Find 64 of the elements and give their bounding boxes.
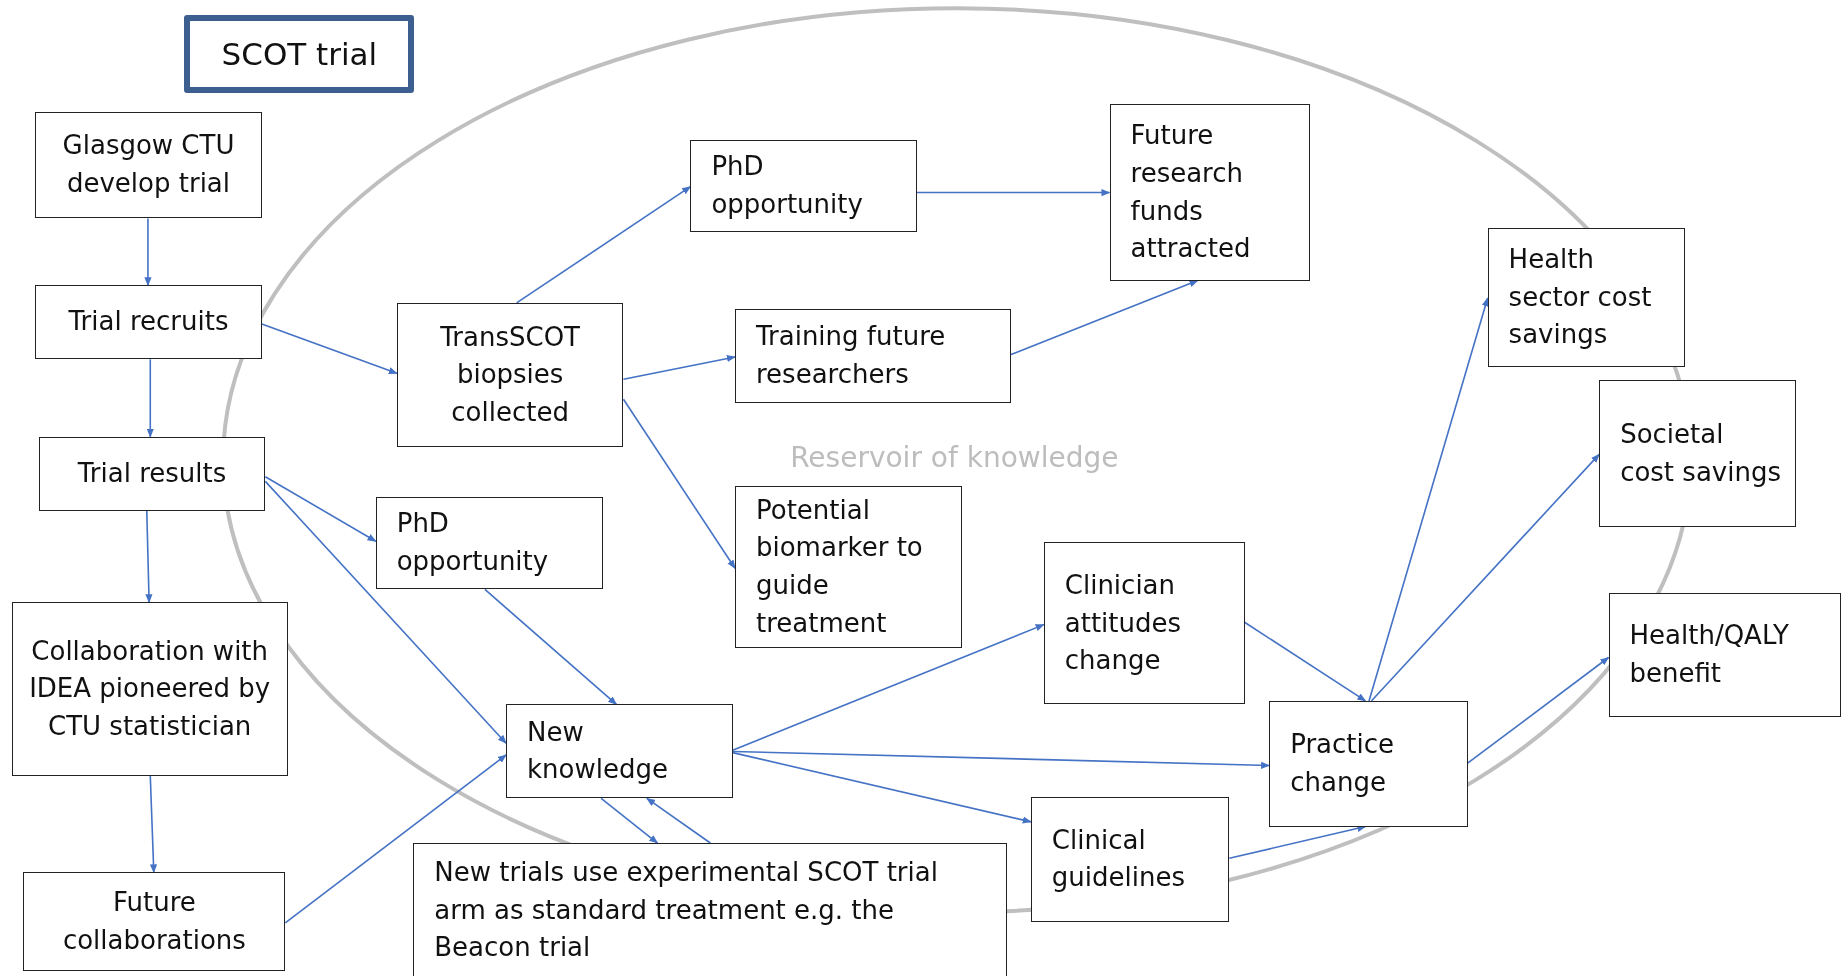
node-text: TransSCOT biopsies collected <box>439 320 581 429</box>
node-text: PhD opportunity <box>711 150 864 222</box>
process-box <box>396 302 624 448</box>
node-text: Glasgow CTU develop trial <box>61 129 236 200</box>
process-box <box>1269 700 1468 827</box>
process-box <box>23 872 286 971</box>
arrow <box>1243 621 1367 702</box>
process-box <box>1109 104 1311 281</box>
title-box <box>184 15 415 93</box>
node-text: Health/QALY benefit <box>1629 619 1790 691</box>
arrow <box>144 217 152 287</box>
node-text: New knowledge <box>527 715 669 787</box>
node-text: Trial results <box>76 456 228 490</box>
node-text: Clinician attitudes change <box>1064 568 1183 678</box>
arrow <box>264 475 377 543</box>
node-text: PhD opportunity <box>396 507 550 578</box>
arrow <box>1370 453 1600 702</box>
arrow <box>600 797 659 844</box>
arrow <box>149 775 158 874</box>
arrow <box>622 398 736 570</box>
arrow <box>622 355 736 381</box>
node-text: Collaboration with IDEA pioneered by CTU statistician <box>28 634 272 744</box>
process-box <box>1599 380 1797 528</box>
node-text: Clinical guidelines <box>1051 823 1187 895</box>
arrow <box>264 480 507 744</box>
arrow <box>284 754 507 924</box>
process-box <box>735 486 962 649</box>
arrow <box>731 751 1032 824</box>
process-box <box>690 139 917 233</box>
process-box <box>11 602 288 777</box>
process-box <box>1487 227 1685 368</box>
node-text: Future collaborations <box>61 886 247 957</box>
node-text: Trial recruits <box>67 305 230 339</box>
arrow <box>646 797 712 844</box>
arrow <box>261 323 398 375</box>
process-box <box>38 436 266 511</box>
arrow <box>145 509 153 604</box>
process-box <box>1030 797 1230 922</box>
node-text: Health sector cost savings <box>1508 243 1653 352</box>
arrow <box>916 188 1111 197</box>
process-box <box>506 704 733 799</box>
arrow <box>484 588 618 706</box>
process-box <box>35 111 262 219</box>
node-text: Future research funds attracted <box>1130 119 1252 266</box>
node-text: New trials use experimental SCOT trial arm as standard treatment e.g. the Beacon trial <box>434 856 939 965</box>
process-box <box>413 843 1008 976</box>
arrow <box>731 623 1045 752</box>
arrow <box>146 358 154 438</box>
node-text: SCOT trial <box>220 34 379 74</box>
arrow <box>1466 656 1610 764</box>
arrow <box>731 750 1271 769</box>
region-label: Reservoir of knowledge <box>790 441 1119 475</box>
node-text: Practice change <box>1290 728 1396 799</box>
arrow <box>1010 279 1199 356</box>
node-text: Training future researchers <box>756 320 947 391</box>
process-box <box>35 285 262 360</box>
arrow <box>1368 297 1489 702</box>
process-box <box>1608 592 1841 718</box>
arrow <box>515 185 692 304</box>
process-box <box>1043 542 1245 705</box>
process-box <box>735 308 1011 403</box>
node-text: Societal cost savings <box>1620 418 1782 489</box>
node-text: Potential biomarker to guide treatment <box>756 493 924 640</box>
process-box <box>375 496 604 590</box>
